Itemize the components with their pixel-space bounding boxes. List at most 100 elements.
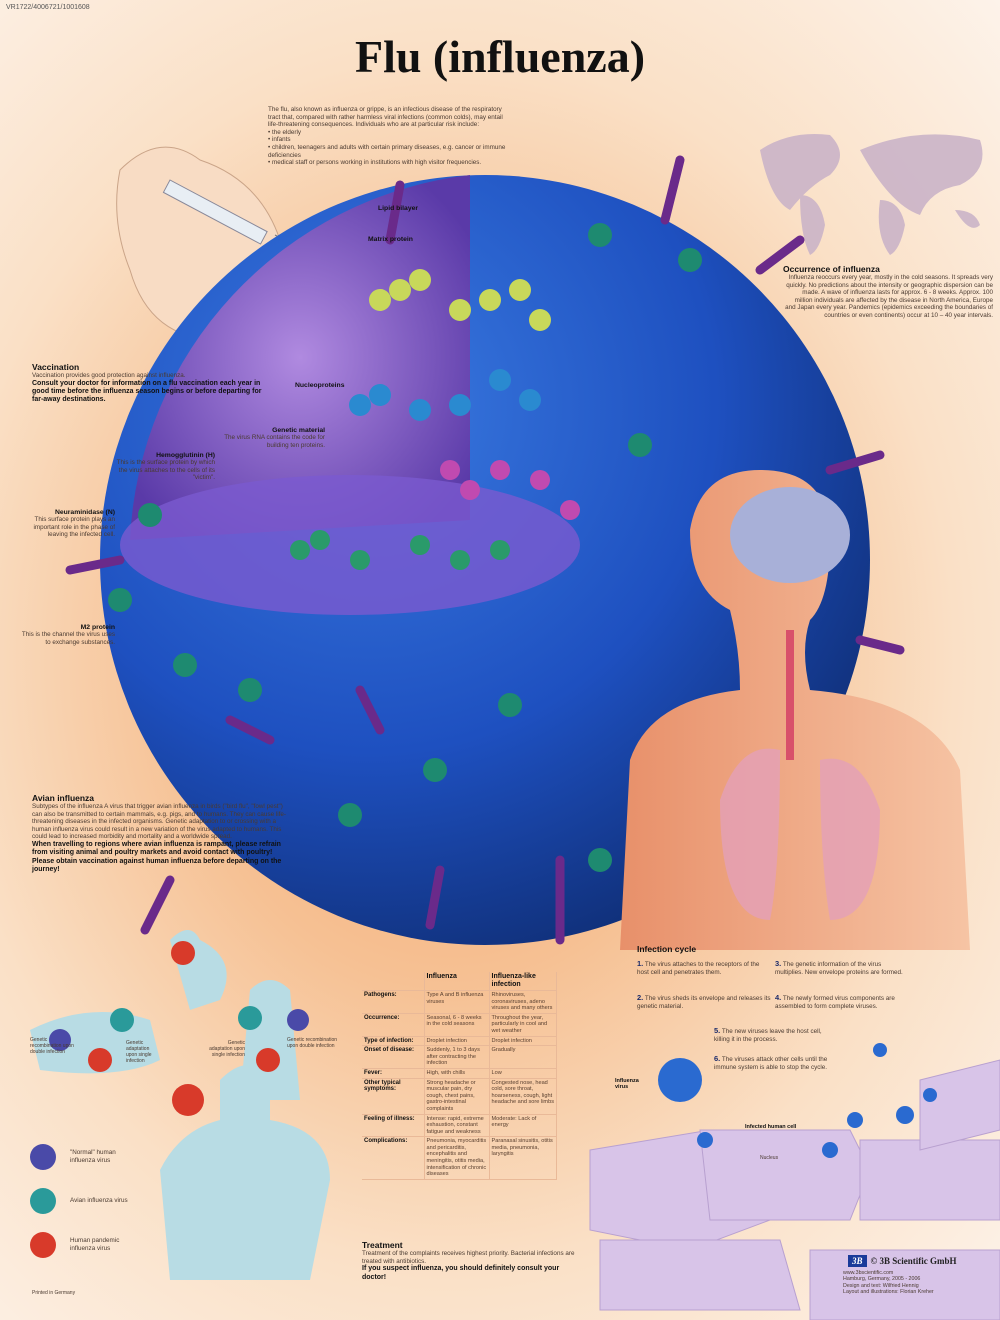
row-label: Complications:: [362, 1136, 425, 1180]
surface-spikes: [65, 155, 905, 945]
nucleoproteins: [290, 269, 580, 570]
table-cell: Type A and B influenza viruses: [424, 990, 490, 1014]
step-number: 3.: [775, 959, 782, 968]
normal-virus-icon: [30, 1144, 56, 1170]
avian-heading: Avian influenza: [32, 793, 95, 803]
influenza-virus-label: Influenza virus: [615, 1078, 639, 1090]
label-genetic-material: Genetic material The virus RNA contains …: [210, 427, 325, 449]
table-cell: Pneumonia, myocarditis and pericarditis,…: [424, 1136, 490, 1180]
hemagglutinin-title: Hemogglutinin (H): [156, 452, 215, 459]
label-lipid-bilayer: Lipid bilayer: [378, 205, 419, 212]
table-row: Other typical symptoms:Strong headache o…: [362, 1078, 557, 1115]
vaccination-text: Vaccination provides good protection aga…: [32, 372, 186, 379]
row-label: Type of infection:: [362, 1036, 425, 1047]
legend-label: "Normal" human influenza virus: [70, 1149, 116, 1164]
product-code: VR1722/4006721/1001608: [6, 4, 90, 11]
pandemic-virus-icon: [30, 1232, 56, 1258]
intro-paragraph: The flu, also known as influenza or grip…: [268, 106, 503, 129]
vaccination-heading: Vaccination: [32, 362, 80, 372]
step-text: The virus sheds its envelope and release…: [637, 995, 771, 1010]
cycle-step: 2. The virus sheds its envelope and rele…: [637, 994, 772, 1010]
cycle-step: 3. The genetic information of the virus …: [775, 960, 910, 976]
occurrence-section: Occurrence of influenza Influenza reoccu…: [783, 264, 993, 320]
table-cell: Paranasal sinusitis, otitis media, pneum…: [489, 1136, 557, 1180]
occurrence-heading: Occurrence of influenza: [783, 264, 880, 274]
step-number: 6.: [714, 1054, 721, 1063]
printed-note: Printed in Germany: [32, 1290, 76, 1296]
table-cell: Droplet infection: [424, 1036, 490, 1047]
table-cell: Throughout the year, particularly in coo…: [489, 1013, 557, 1037]
treatment-heading: Treatment: [362, 1240, 403, 1250]
step-text: The viruses attack other cells until the…: [714, 1056, 828, 1071]
table-cell: Seasonal, 6 - 8 weeks in the cold season…: [424, 1013, 490, 1037]
place: Hamburg, Germany, 2005 - 2006: [843, 1276, 921, 1283]
host-cells: [589, 1059, 1000, 1320]
row-label: Onset of disease:: [362, 1045, 425, 1069]
table-cell: Congested nose, head cold, sore throat, …: [489, 1078, 557, 1115]
label-m2-protein: M2 protein This is the channel the virus…: [20, 624, 115, 646]
table-cell: Suddenly, 1 to 3 days after contracting …: [424, 1045, 490, 1069]
step-text: The new viruses leave the host cell, kil…: [714, 1028, 822, 1043]
comparison-table: Influenza Influenza-like infection Patho…: [362, 972, 557, 1180]
legend-label: Human pandemic influenza virus: [70, 1237, 120, 1252]
genetic-material-text: The virus RNA contains the code for buil…: [224, 434, 325, 449]
step-number: 5.: [714, 1026, 721, 1035]
table-cell: Strong headache or muscular pain, dry co…: [424, 1078, 490, 1115]
intro-text: The flu, also known as influenza or grip…: [268, 106, 513, 167]
row-label: Feeling of illness:: [362, 1114, 425, 1138]
virus-legend: "Normal" human influenza virus Avian inf…: [30, 1135, 150, 1267]
table-row: Complications:Pneumonia, myocarditis and…: [362, 1136, 557, 1180]
neuraminidase-spikes: [108, 223, 702, 872]
infected-cell-label: Infected human cell: [745, 1124, 797, 1130]
risk-item: medical staff or persons working in inst…: [268, 159, 513, 167]
layout-credit: Layout and illustrations: Florian Kreher: [843, 1289, 934, 1296]
brand-name: © 3B Scientific GmbH: [870, 1256, 957, 1266]
page-title: Flu (influenza): [354, 31, 646, 82]
neuraminidase-title: Neuraminidase (N): [54, 509, 115, 516]
virus-particles: [658, 1043, 937, 1158]
row-label: Other typical symptoms:: [362, 1078, 425, 1115]
adaptation-label: Genetic adaptation upon single infection: [126, 1040, 152, 1064]
avian-transmission-diagram: [30, 930, 330, 1280]
row-label: Fever:: [362, 1068, 425, 1079]
recombination-label: Genetic recombination upon double infect…: [30, 1037, 74, 1055]
table-row: Feeling of illness:Intense: rapid, extre…: [362, 1114, 557, 1138]
cycle-step: 6. The viruses attack other cells until …: [714, 1055, 834, 1071]
cycle-step: 4. The newly formed virus components are…: [775, 994, 910, 1010]
legend-item: Avian influenza virus: [30, 1179, 150, 1223]
risk-item: the elderly: [268, 129, 513, 137]
step-number: 4.: [775, 993, 782, 1002]
step-text: The virus attaches to the receptors of t…: [637, 961, 760, 976]
table-cell: Intense: rapid, extreme exhaustion, cons…: [424, 1114, 490, 1138]
table-cell: Rhinoviruses, coronaviruses, adeno virus…: [489, 990, 557, 1014]
recombination-label: Genetic recombination upon double infect…: [287, 1037, 338, 1049]
legend-label: Avian influenza virus: [70, 1197, 128, 1205]
table-cell: Low: [489, 1068, 557, 1079]
treatment-section: Treatment Treatment of the complaints re…: [362, 1240, 582, 1282]
world-map: [760, 134, 983, 255]
step-text: The newly formed virus components are as…: [775, 995, 895, 1010]
brand-logo: 3B: [848, 1255, 867, 1267]
treatment-advice: If you suspect influenza, you should def…: [362, 1265, 560, 1281]
step-number: 2.: [637, 993, 644, 1002]
design-credit: Design and text: Wilfried Hennig: [843, 1282, 919, 1289]
cutaway-interior: [130, 175, 470, 540]
legend-item: Human pandemic influenza virus: [30, 1223, 150, 1267]
treatment-text: Treatment of the complaints receives hig…: [362, 1250, 575, 1265]
neuraminidase-text: This surface protein plays an important …: [33, 516, 115, 539]
vaccination-advice: Consult your doctor for information on a…: [32, 379, 262, 404]
infection-cycle-heading: Infection cycle: [637, 944, 697, 954]
avian-text: Subtypes of the influenza A virus that t…: [32, 803, 286, 841]
table-cell: High, with chills: [424, 1068, 490, 1079]
risk-item: children, teenagers and adults with cert…: [268, 144, 513, 159]
row-label: Occurrence:: [362, 1013, 425, 1037]
genetic-material-title: Genetic material: [272, 427, 325, 434]
m2-text: This is the channel the virus uses to ex…: [21, 631, 115, 646]
row-label: Pathogens:: [362, 990, 425, 1014]
brand: 3B© 3B Scientific GmbH: [848, 1255, 957, 1267]
table-row: Onset of disease:Suddenly, 1 to 3 days a…: [362, 1045, 557, 1069]
step-text: The genetic information of the virus mul…: [775, 961, 903, 976]
label-matrix-protein: Matrix protein: [368, 236, 413, 243]
